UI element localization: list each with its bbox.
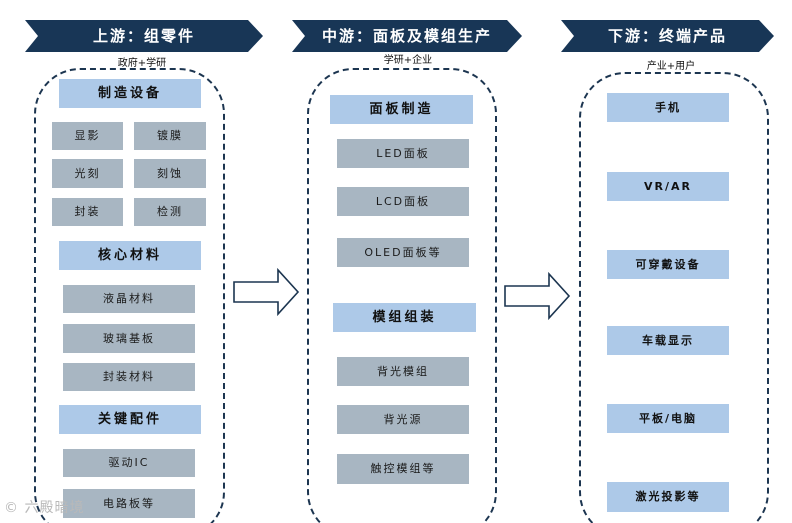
downstream-item: 可穿戴设备 — [607, 250, 729, 279]
midstream-section-header: 模组组装 — [333, 303, 476, 332]
upstream-item: 光刻 — [52, 159, 123, 188]
midstream-banner: 中游：面板及模组生产 — [292, 20, 522, 52]
upstream-item: 封装 — [52, 198, 123, 226]
banner-chevron-shape — [561, 20, 774, 52]
upstream-section-header: 制造设备 — [59, 79, 201, 108]
downstream-title: 下游：终端产品 — [607, 27, 727, 45]
upstream-item: 检测 — [134, 198, 206, 226]
midstream-item: 背光模组 — [337, 357, 469, 386]
downstream-item: 车载显示 — [607, 326, 729, 355]
upstream-item: 玻璃基板 — [63, 324, 195, 353]
upstream-item: 驱动IC — [63, 449, 195, 477]
upstream-item: 电路板等 — [63, 489, 195, 518]
midstream-section-header: 面板制造 — [330, 95, 473, 124]
upstream-section-header: 核心材料 — [59, 241, 201, 270]
midstream-participants: 学研+企业 — [383, 55, 433, 66]
downstream-participants: 产业+用户 — [646, 61, 696, 72]
upstream-frame — [34, 68, 225, 523]
watermark-text: 六殿暗境 — [24, 500, 85, 516]
midstream-item: LED面板 — [337, 139, 469, 168]
upstream-title: 上游：组零件 — [92, 27, 195, 45]
downstream-item: 手机 — [607, 93, 729, 122]
upstream-item: 刻蚀 — [134, 159, 206, 188]
banner-chevron-shape — [25, 20, 263, 52]
downstream-item: 平板/电脑 — [607, 404, 729, 433]
right-arrow-icon — [504, 271, 571, 321]
upstream-item: 显影 — [52, 122, 123, 150]
watermark-logo-icon: © — [4, 500, 19, 516]
upstream-banner: 上游：组零件 — [25, 20, 263, 52]
upstream-item: 镀膜 — [134, 122, 206, 150]
upstream-item: 液晶材料 — [63, 285, 195, 313]
upstream-participants: 政府+学研 — [117, 58, 167, 69]
watermark: © 六殿暗境 — [4, 497, 84, 517]
midstream-item: OLED面板等 — [337, 238, 469, 267]
upstream-section-header: 关键配件 — [59, 405, 201, 434]
midstream-item: LCD面板 — [337, 187, 469, 216]
right-arrow-icon — [233, 267, 300, 317]
midstream-item: 触控模组等 — [337, 454, 469, 484]
downstream-item: VR/AR — [607, 172, 729, 201]
midstream-frame — [307, 68, 497, 523]
upstream-item: 封装材料 — [63, 363, 195, 391]
banner-chevron-shape — [292, 20, 522, 52]
midstream-title: 中游：面板及模组生产 — [321, 27, 492, 45]
downstream-frame — [579, 72, 769, 523]
midstream-item: 背光源 — [337, 405, 469, 434]
downstream-banner: 下游：终端产品 — [561, 20, 774, 52]
downstream-item: 激光投影等 — [607, 482, 729, 512]
